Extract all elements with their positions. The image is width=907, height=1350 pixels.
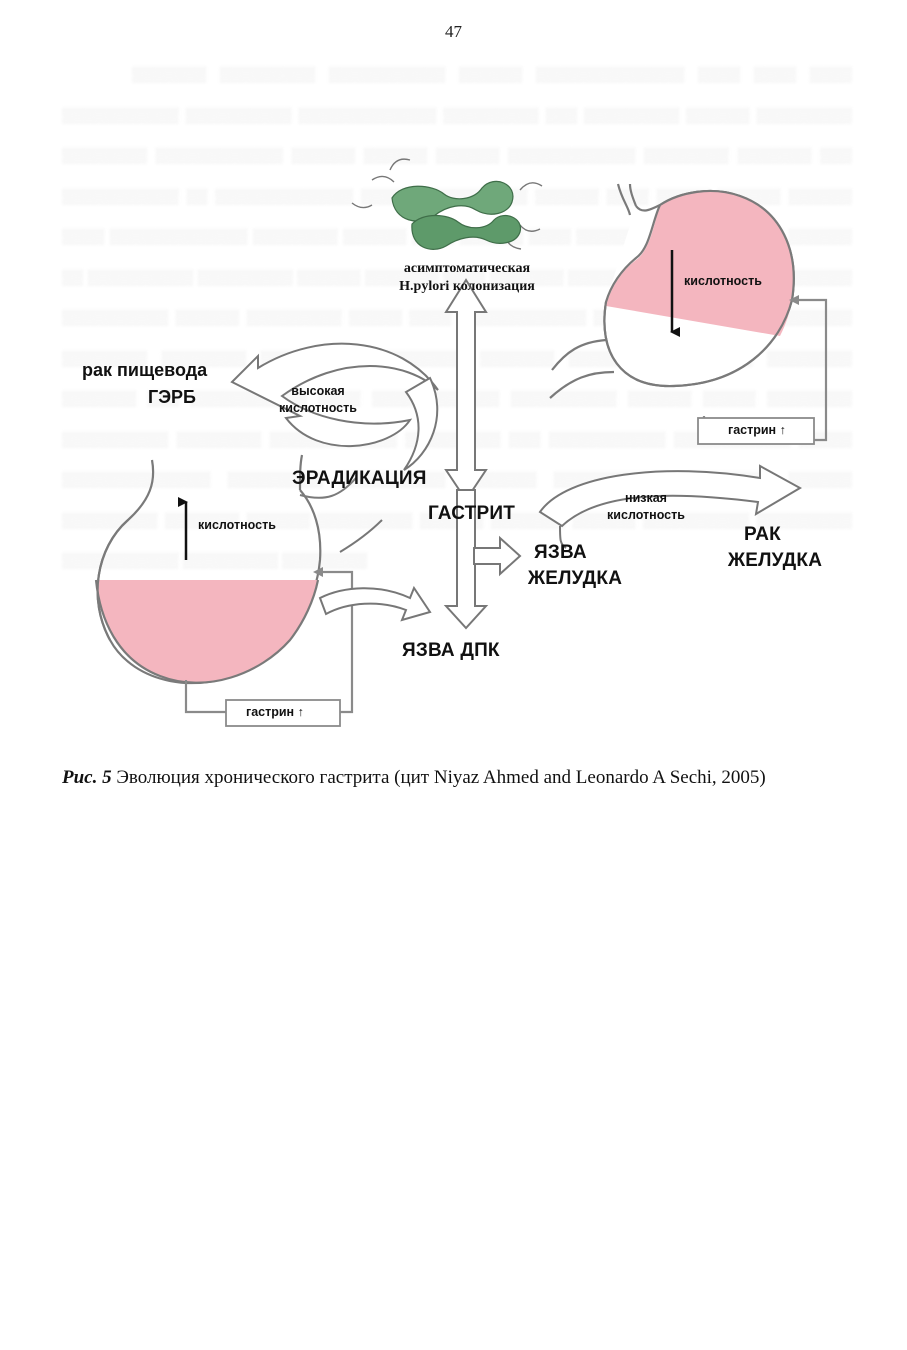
acidity-left-label: кислотность <box>198 518 276 532</box>
low-acidity-line2: кислотность <box>607 508 685 522</box>
low-acidity-line1: низкая <box>625 491 667 505</box>
gastric-ulcer-line2: ЖЕЛУДКА <box>527 568 623 589</box>
page-number: 47 <box>445 22 462 41</box>
figure-caption-label: Рис. 5 <box>62 767 112 788</box>
low-acidity-label: низкая кислотность <box>594 490 698 524</box>
stomach-high-acidity-icon <box>94 454 357 727</box>
helicobacter-bacteria-icon <box>351 158 543 250</box>
curved-arrow-high-acidity <box>230 342 439 471</box>
high-acidity-label: высокая кислотность <box>266 383 370 417</box>
high-acidity-line2: кислотность <box>279 401 357 415</box>
eradication-label: ЭРАДИКАЦИЯ <box>292 468 427 489</box>
figure-graphics <box>94 158 828 727</box>
gastric-ulcer-label: ЯЗВА ЖЕЛУДКА <box>520 540 630 592</box>
colonization-label-line1: асимптоматическая <box>403 261 531 276</box>
gastrin-right-label: гастрин ↑ <box>728 423 786 437</box>
gastric-cancer-line1: РАК <box>744 524 781 545</box>
high-acidity-line1: высокая <box>291 384 345 398</box>
gastric-cancer-line2: ЖЕЛУДКА <box>727 550 823 571</box>
gastritis-evolution-figure: асимптоматическая H.pylori колонизация р… <box>82 158 830 727</box>
figure-caption: Рис. 5 Эволюция хронического гастрита (ц… <box>62 758 852 798</box>
gastritis-label: ГАСТРИТ <box>428 503 516 524</box>
arrows-to-ulcers <box>318 489 522 630</box>
figure-caption-text: Эволюция хронического гастрита (цит Niya… <box>111 767 766 788</box>
duodenal-ulcer-label: ЯЗВА ДПК <box>402 640 500 661</box>
colonization-label-line2: H.pylori колонизация <box>399 279 535 294</box>
gerd-label: ГЭРБ <box>148 387 196 407</box>
gastric-cancer-label: РАК ЖЕЛУДКА <box>720 522 830 574</box>
stomach-low-acidity-icon <box>549 183 828 445</box>
curved-arrow-low-acidity <box>538 464 803 549</box>
acidity-right-label: кислотность <box>684 274 762 288</box>
esophageal-cancer-label: рак пищевода <box>82 360 208 380</box>
double-arrow-vertical <box>444 278 488 502</box>
gastric-ulcer-line1: ЯЗВА <box>534 542 587 563</box>
colonization-label: асимптоматическая H.pylori колонизация <box>372 260 562 296</box>
gastrin-left-label: гастрин ↑ <box>246 705 304 719</box>
